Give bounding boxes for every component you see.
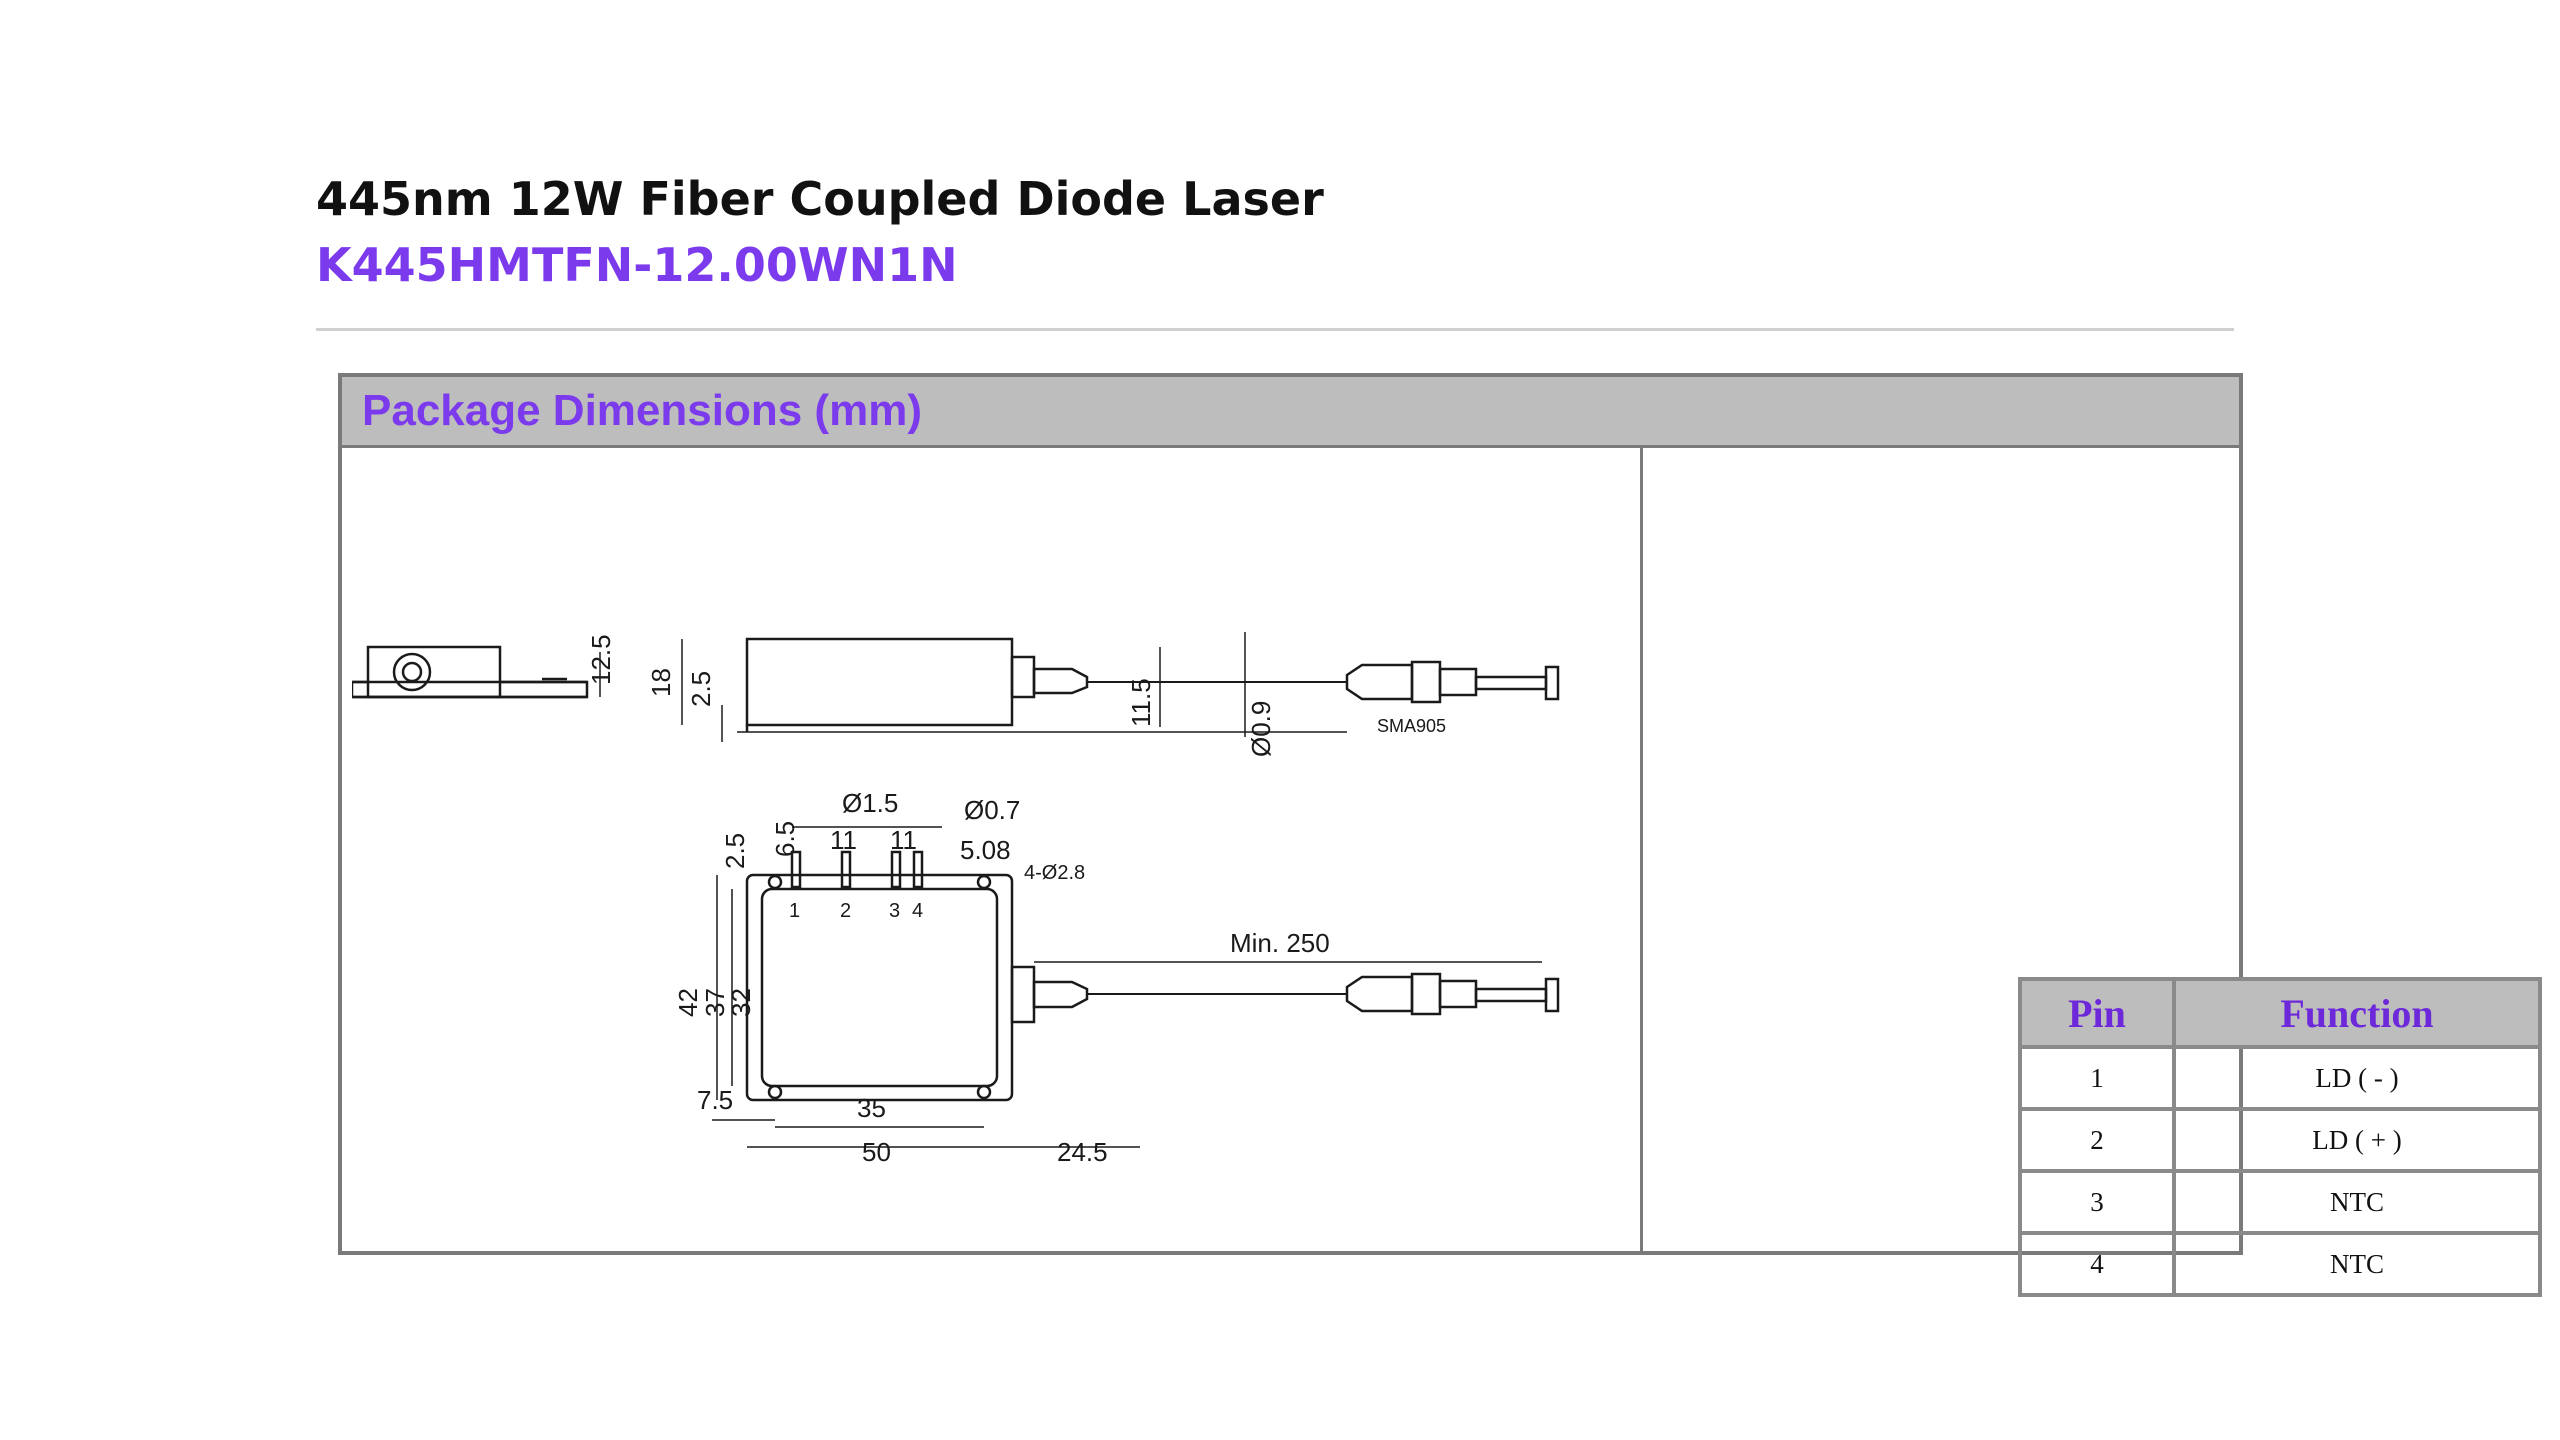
function-cell: LD ( - ) (2172, 1045, 2542, 1111)
dim-boot-length: 24.5 (1057, 1137, 1108, 1167)
dim-fiber-offset: 11.5 (1126, 678, 1156, 727)
pin-table-header-row: Pin Function (2018, 977, 2542, 1049)
package-drawing: 12.5 18 2.5 11.5 Ø0.9 SMA905 Ø1.5 Ø0.7 6… (352, 632, 1560, 1167)
dim-hole-spacing: 35 (857, 1093, 886, 1123)
dim-width-mid: 37 (700, 988, 730, 1017)
table-row: 2 LD ( + ) (2018, 1107, 2542, 1173)
front-view (737, 637, 1560, 733)
dim-pin-diameter: Ø1.5 (842, 788, 898, 818)
page-title: 445nm 12W Fiber Coupled Diode Laser (316, 172, 1324, 226)
dim-width-outer: 42 (673, 988, 703, 1017)
dim-width-inner: 32 (726, 988, 756, 1017)
dim-pin-diameter-small: Ø0.7 (964, 795, 1020, 825)
pin-cell: 1 (2018, 1045, 2176, 1111)
function-cell: NTC (2172, 1231, 2542, 1297)
function-column-header: Function (2172, 977, 2542, 1049)
dim-pin-pitch-3: 5.08 (960, 835, 1011, 865)
dim-connector: SMA905 (1377, 716, 1446, 736)
table-row: 3 NTC (2018, 1169, 2542, 1235)
pin-number-2: 2 (840, 900, 851, 922)
dim-fiber-diameter: Ø0.9 (1246, 701, 1276, 757)
dim-top-step: 2.5 (720, 833, 750, 869)
pin-number-1: 1 (789, 900, 800, 922)
header-divider (316, 328, 2234, 331)
pin-column-header: Pin (2018, 977, 2176, 1049)
pin-function-table: Pin Function 1 LD ( - ) 2 LD ( + ) 3 NTC… (2018, 977, 2542, 1297)
panel-header: Package Dimensions (mm) (342, 377, 2239, 448)
dim-mount-holes: 4-Ø2.8 (1024, 862, 1085, 884)
dim-edge-offset: 7.5 (697, 1085, 733, 1115)
function-cell: NTC (2172, 1169, 2542, 1235)
dim-step-height: 2.5 (686, 671, 716, 707)
dim-body-height: 18 (646, 668, 676, 697)
pin-cell: 2 (2018, 1107, 2176, 1173)
dimension-lines (599, 632, 1542, 1148)
side-view (352, 645, 589, 699)
function-cell: LD ( + ) (2172, 1107, 2542, 1173)
dim-side-height: 12.5 (586, 634, 616, 685)
pin-number-4: 4 (912, 900, 923, 922)
table-row: 4 NTC (2018, 1231, 2542, 1297)
dim-pin-pitch-2: 11 (890, 825, 917, 855)
model-number: K445HMTFN-12.00WN1N (316, 238, 958, 292)
pin-cell: 4 (2018, 1231, 2176, 1297)
panel-title: Package Dimensions (mm) (362, 386, 922, 435)
pin-cell: 3 (2018, 1169, 2176, 1235)
package-dimensions-panel: Package Dimensions (mm) (338, 373, 2542, 1297)
table-row: 1 LD ( - ) (2018, 1045, 2542, 1111)
dim-length: 50 (862, 1137, 891, 1167)
top-view (745, 850, 1560, 1102)
pin-number-3: 3 (889, 900, 900, 922)
dim-fiber-length: Min. 250 (1230, 928, 1330, 958)
dim-pin-pitch-1: 11 (830, 825, 857, 855)
panel-column-divider (1640, 448, 1643, 1251)
dim-pin-offset: 6.5 (770, 821, 800, 857)
